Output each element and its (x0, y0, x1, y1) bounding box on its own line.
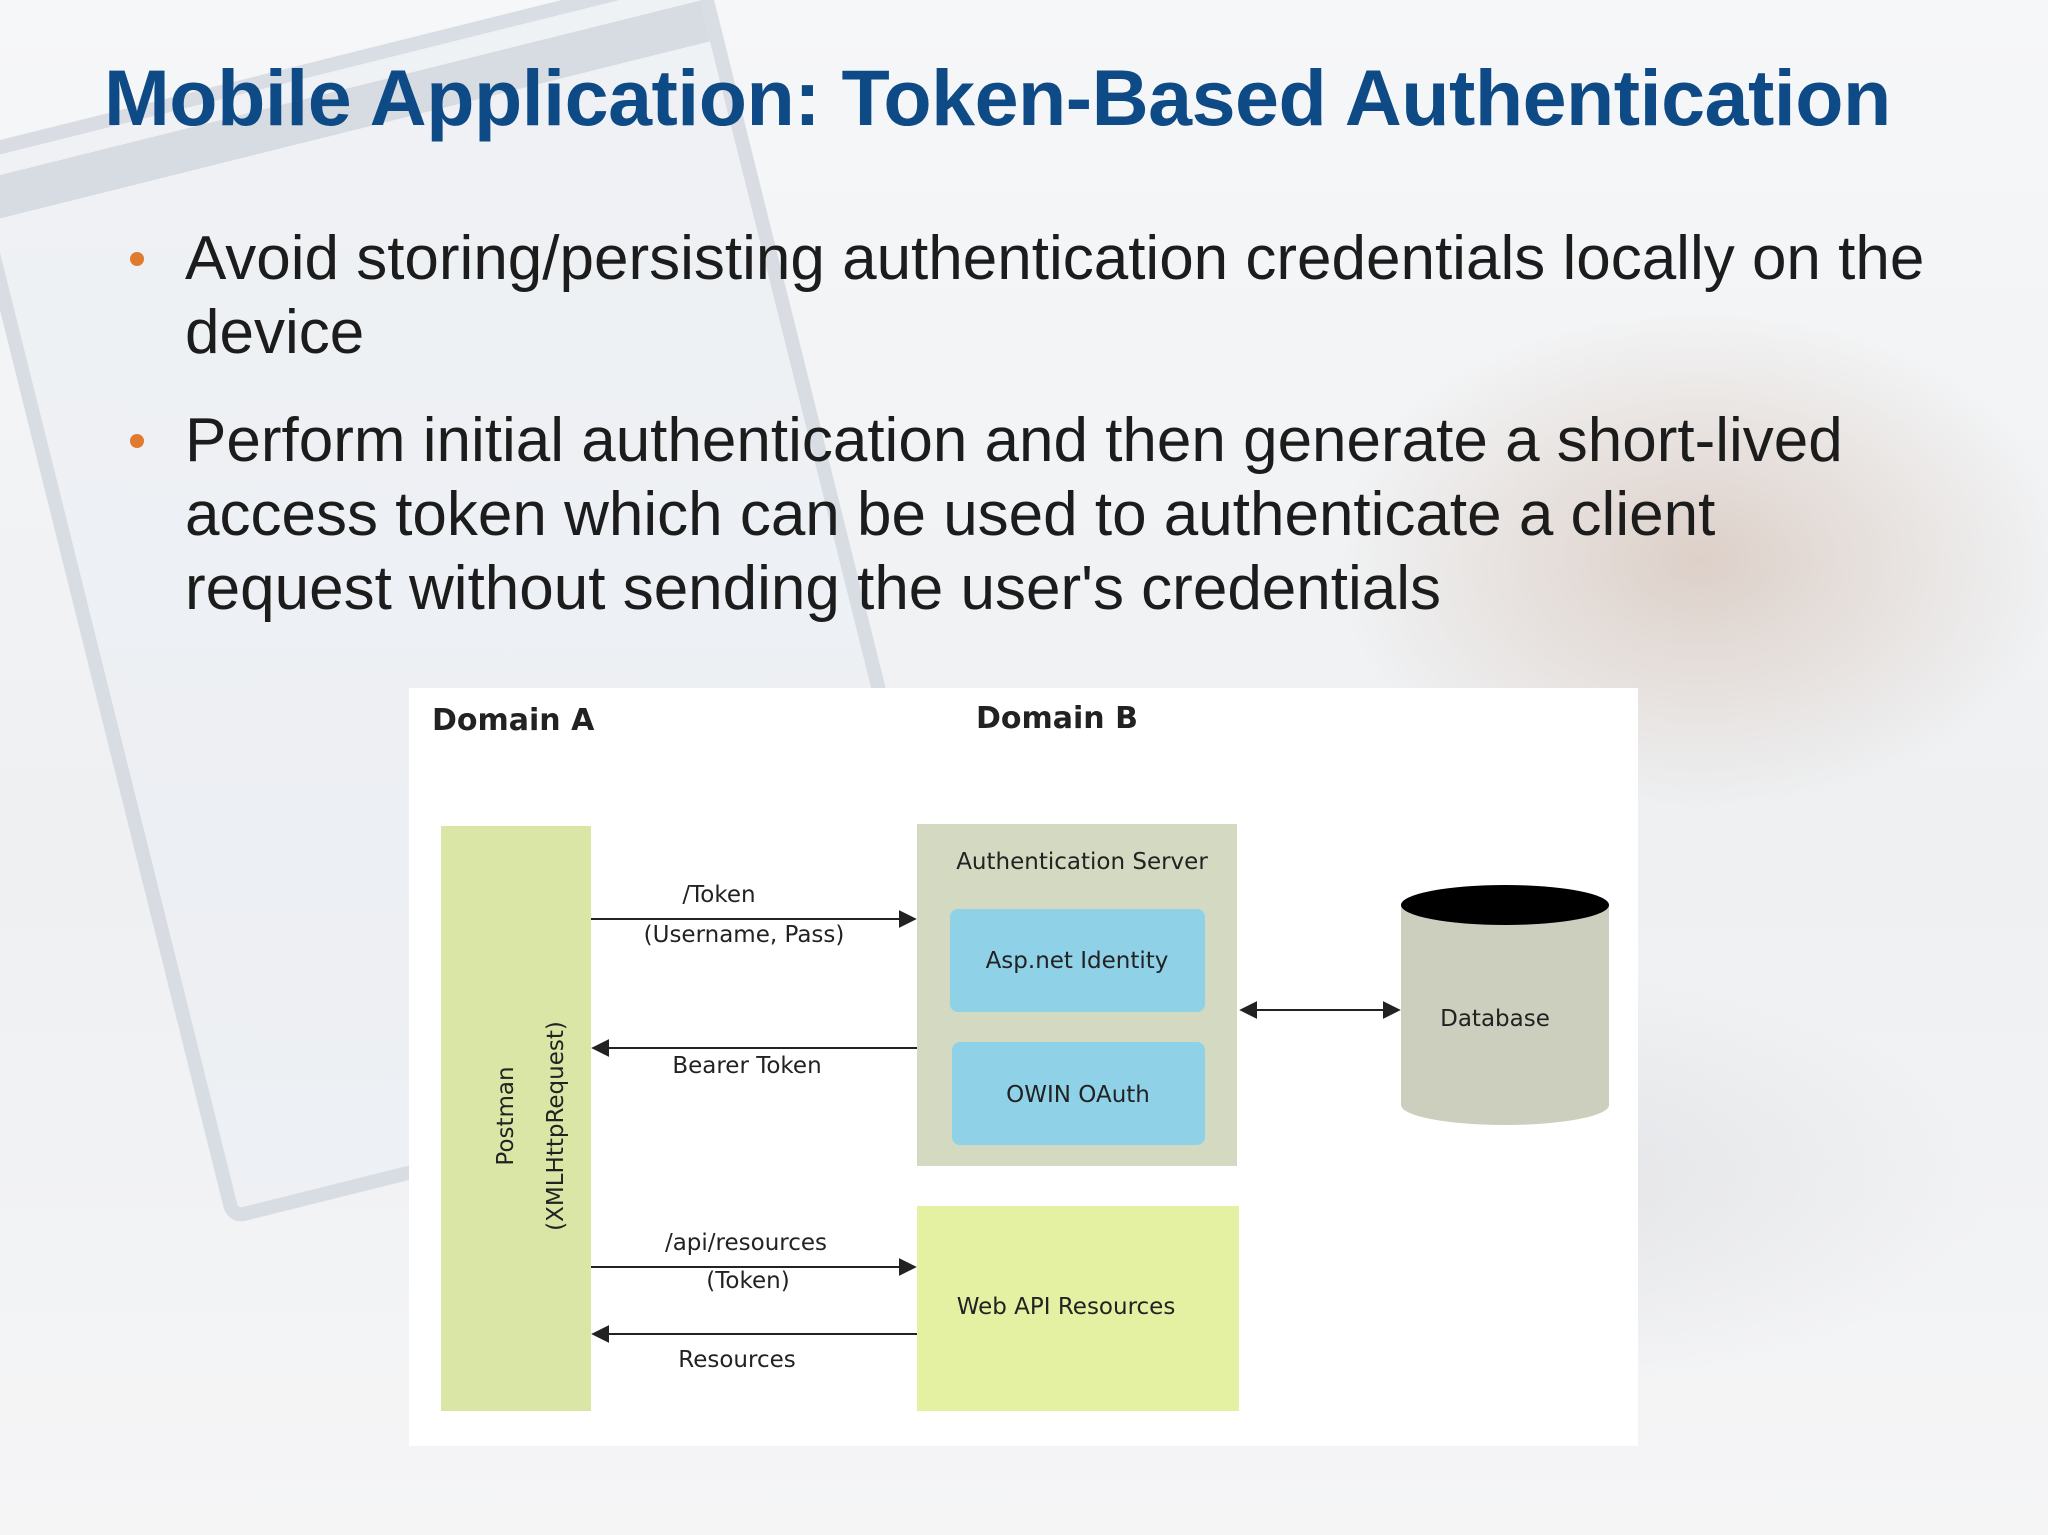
database-icon (1401, 885, 1609, 1125)
resource-request-label: /api/resources (665, 1230, 827, 1256)
owin-oauth-label: OWIN OAuth (1006, 1082, 1150, 1108)
client-box (441, 826, 591, 1411)
architecture-diagram: Domain A Domain B Postman (XMLHttpReques… (409, 688, 1638, 1446)
slide-title: Mobile Application: Token-Based Authenti… (104, 53, 1891, 142)
bullet-item: Avoid storing/persisting authentication … (130, 222, 1930, 370)
owin-oauth-box (952, 1042, 1205, 1145)
bullet-item: Perform initial authentication and then … (130, 404, 1930, 626)
web-api-label: Web API Resources (957, 1294, 1176, 1320)
token-request-label: /Token (682, 882, 755, 908)
bullet-text: Avoid storing/persisting authentication … (185, 224, 1925, 367)
token-request-sublabel: (Username, Pass) (644, 922, 845, 948)
diagram-canvas: Domain A Domain B Postman (XMLHttpReques… (432, 701, 1609, 1411)
domain-a-label: Domain A (432, 703, 595, 738)
database-label: Database (1440, 1006, 1550, 1032)
bullet-dot-icon (130, 252, 144, 266)
bullet-list: Avoid storing/persisting authentication … (130, 222, 1930, 660)
token-response-label: Bearer Token (672, 1053, 821, 1079)
web-api-box (917, 1206, 1239, 1411)
auth-server-label: Authentication Server (956, 849, 1208, 875)
aspnet-identity-label: Asp.net Identity (986, 948, 1169, 974)
resource-response-label: Resources (678, 1347, 795, 1373)
bullet-text: Perform initial authentication and then … (185, 406, 1843, 623)
client-sublabel: (XMLHttpRequest) (543, 1021, 569, 1231)
bullet-dot-icon (130, 434, 144, 448)
aspnet-identity-box (950, 909, 1205, 1012)
domain-b-label: Domain B (976, 701, 1138, 736)
client-label: Postman (493, 1066, 519, 1165)
resource-request-sublabel: (Token) (706, 1268, 789, 1294)
